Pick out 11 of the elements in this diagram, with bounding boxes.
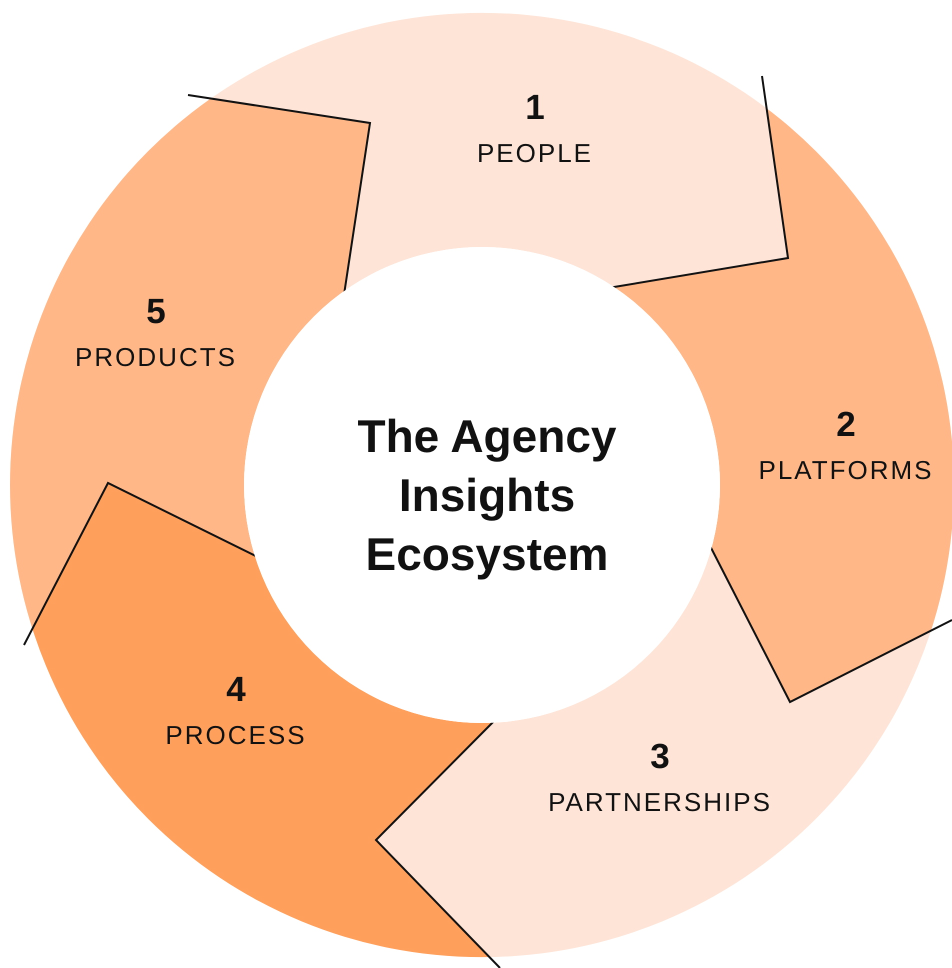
step-number: 1 <box>524 88 546 128</box>
step-label: PLATFORMS <box>758 455 934 485</box>
step-label: PEOPLE <box>476 138 594 168</box>
step-label: PRODUCTS <box>75 342 237 372</box>
step-label: PARTNERSHIPS <box>548 787 772 817</box>
center-title: The Agency Insights Ecosystem <box>356 408 618 582</box>
step-number: 4 <box>225 670 247 710</box>
step-label: PROCESS <box>165 720 307 750</box>
step-number: 2 <box>835 405 857 445</box>
step-number: 3 <box>649 737 671 777</box>
step-number: 5 <box>145 292 167 332</box>
